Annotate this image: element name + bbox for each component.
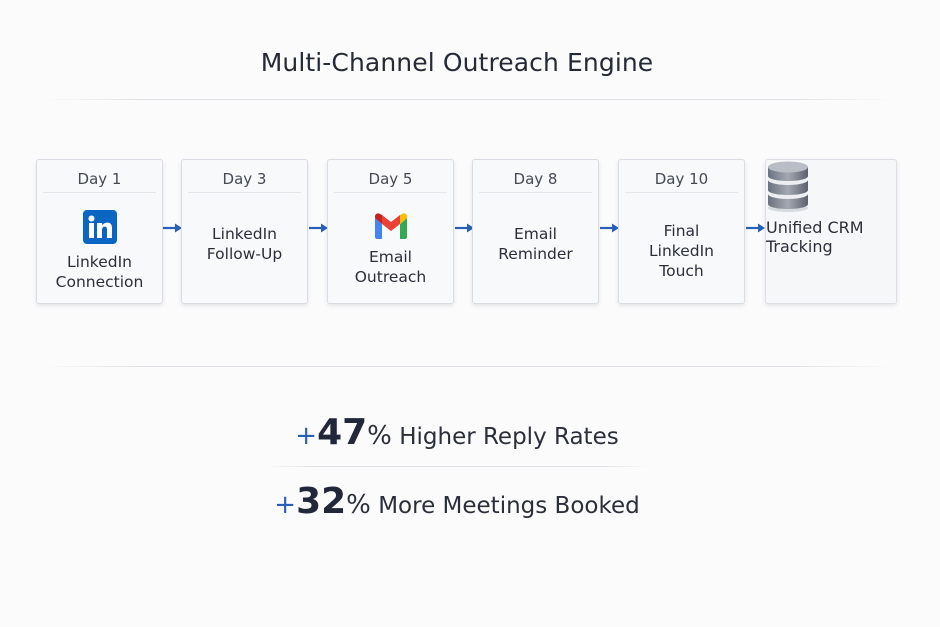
gmail-icon [373, 212, 409, 244]
linkedin-icon [82, 210, 117, 248]
step-label: LinkedIn Follow-Up [206, 225, 283, 263]
stat-percent: % [346, 490, 371, 520]
step-card-day-1: Day 1 LinkedIn Connection [36, 159, 163, 304]
section-divider [40, 366, 895, 367]
step-day: Day 10 [625, 168, 738, 193]
stat-plus: + [295, 421, 318, 451]
stat-text: Higher Reply Rates [391, 424, 619, 450]
crm-label: Unified CRM Tracking [766, 218, 864, 256]
step-card-day-10: Day 10 Final LinkedIn Touch [618, 159, 745, 304]
stat-percent: % [367, 421, 392, 451]
step-day: Day 3 [188, 168, 301, 193]
stat-reply-rates: +47% Higher Reply Rates [0, 412, 914, 453]
database-icon [766, 160, 896, 218]
step-day: Day 1 [43, 168, 156, 193]
arrow-right-icon [309, 223, 328, 233]
step-day: Day 5 [334, 168, 447, 193]
step-card-day-5: Day 5 Email Outreach [327, 159, 454, 304]
top-divider [40, 99, 895, 100]
step-label: LinkedIn Connection [55, 253, 144, 291]
step-label: Email Reminder [498, 225, 573, 263]
arrow-right-icon [455, 223, 474, 233]
stat-plus: + [274, 490, 297, 520]
stat-text: More Meetings Booked [370, 493, 640, 519]
arrow-right-icon [746, 223, 765, 233]
step-label: Final LinkedIn Touch [649, 222, 714, 280]
stat-number: 32 [296, 481, 347, 522]
arrow-right-icon [163, 223, 182, 233]
stats-divider [265, 466, 650, 467]
step-card-day-8: Day 8 Email Reminder [472, 159, 599, 304]
stat-meetings-booked: +32% More Meetings Booked [0, 481, 914, 522]
step-card-day-3: Day 3 LinkedIn Follow-Up [181, 159, 308, 304]
page-title: Multi-Channel Outreach Engine [260, 48, 654, 77]
step-label: Email Outreach [354, 248, 427, 286]
step-day: Day 8 [479, 168, 592, 193]
stat-number: 47 [317, 412, 368, 453]
arrow-right-icon [600, 223, 619, 233]
crm-tracking-card: Unified CRM Tracking [765, 159, 897, 304]
